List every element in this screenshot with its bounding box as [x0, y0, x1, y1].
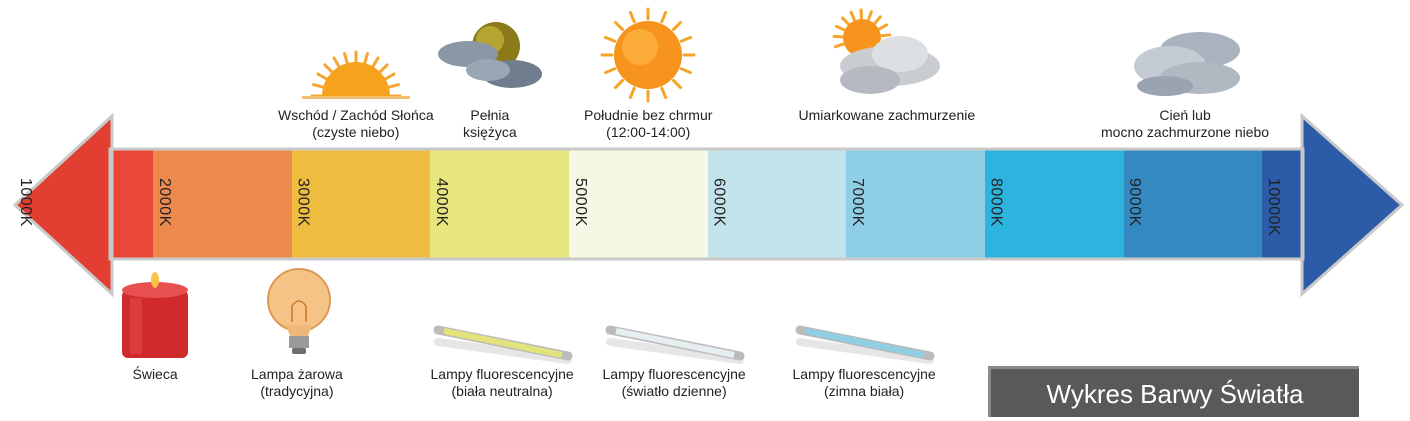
light-bulb-icon: [267, 268, 331, 354]
source-label-line: (biała neutralna): [451, 383, 553, 399]
tick-label: 7000K: [849, 178, 866, 227]
fluorescent-tube-icon: [433, 325, 573, 364]
full-moon-icon: [438, 22, 542, 88]
fluorescent-tube-icon: [605, 325, 745, 364]
source-label: Umiarkowane zachmurzenie: [799, 107, 976, 124]
source-label: Południe bez chrmur(12:00-14:00): [584, 107, 712, 141]
source-label: Lampy fluorescencyjne(biała neutralna): [431, 366, 574, 400]
candle-icon: [122, 272, 188, 358]
tick-label: 9000K: [1126, 178, 1144, 227]
arrow-left-head: [12, 112, 114, 298]
source-label-line: Lampy fluorescencyjne: [792, 366, 936, 382]
source-label-line: Pełnia: [470, 107, 510, 123]
chart-title: Wykres Barwy Światła: [988, 366, 1359, 417]
source-label-line: księżyca: [463, 124, 517, 140]
tick-label: 4000K: [433, 178, 451, 227]
source-label: Wschód / Zachód Słońca(czyste niebo): [278, 107, 434, 141]
scale-segment: [430, 150, 569, 258]
partly-cloudy-icon: [832, 8, 940, 94]
source-label-line: Wschód / Zachód Słońca: [278, 107, 434, 123]
tick-label: 2000K: [156, 178, 173, 227]
tick-label: 10000K: [1264, 178, 1282, 237]
scale-segment: [569, 150, 708, 258]
scale-segment: [110, 150, 153, 258]
source-label-line: Lampy fluorescencyjne: [430, 366, 574, 382]
source-label-line: Lampa żarowa: [251, 366, 343, 382]
tick-label: 5000K: [571, 178, 589, 227]
source-label-line: Cień lub: [1159, 107, 1211, 123]
sun-icon: [600, 7, 696, 103]
tick-label: 8000K: [987, 178, 1005, 227]
source-label-line: (czyste niebo): [312, 124, 400, 140]
source-label-line: (tradycyjna): [260, 383, 334, 399]
fluorescent-tube-icon: [795, 325, 935, 364]
source-label-line: mocno zachmurzone niebo: [1101, 124, 1270, 140]
source-label-line: (światło dzienne): [621, 383, 727, 399]
scale-segment: [153, 150, 292, 258]
cloudy-icon: [1134, 32, 1240, 96]
source-label: Świeca: [133, 366, 178, 383]
tick-label: 6000K: [710, 178, 728, 227]
sunset-icon: [302, 50, 410, 99]
tick-label: 3000K: [294, 178, 312, 227]
scale-segment: [1262, 150, 1303, 258]
source-label-line: (12:00-14:00): [606, 124, 691, 140]
arrow-right-head: [1300, 112, 1405, 298]
arrow-body-outline: [108, 147, 1305, 261]
source-label-line: Umiarkowane zachmurzenie: [798, 107, 976, 123]
tick-label: 1000K: [17, 178, 34, 227]
source-label: Lampy fluorescencyjne(światło dzienne): [603, 366, 746, 400]
scale-segment: [985, 150, 1124, 258]
source-label-line: Świeca: [132, 366, 178, 382]
source-label-line: Lampy fluorescencyjne: [602, 366, 746, 382]
source-label: Lampa żarowa(tradycyjna): [251, 366, 343, 400]
scale-segment: [846, 150, 985, 258]
scale-segment: [292, 150, 430, 258]
source-label-line: (zimna biała): [824, 383, 905, 399]
source-label: Lampy fluorescencyjne(zimna biała): [793, 366, 936, 400]
scale-segment: [1124, 150, 1262, 258]
source-label-line: Południe bez chrmur: [584, 107, 713, 123]
scale-segment: [708, 150, 846, 258]
